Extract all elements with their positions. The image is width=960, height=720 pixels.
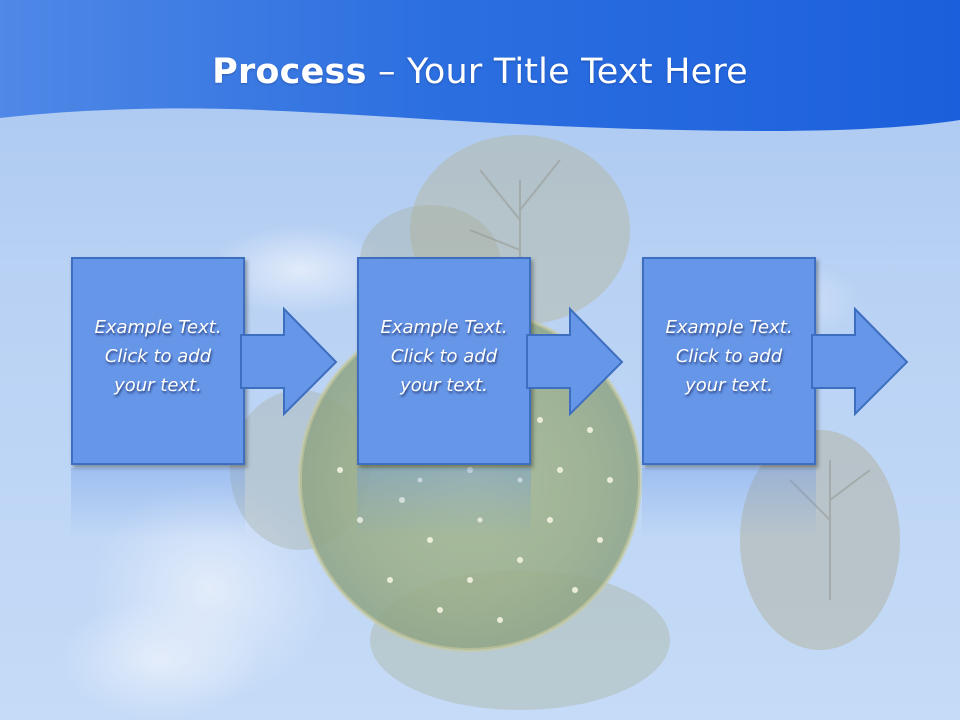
title-strong: Process bbox=[212, 52, 367, 92]
process-step-2-text[interactable]: Example Text. Click to add your text. bbox=[357, 313, 531, 400]
process-step-3-text[interactable]: Example Text. Click to add your text. bbox=[642, 313, 816, 400]
step-text-line: your text. bbox=[685, 375, 773, 396]
process-step-3-reflection bbox=[642, 468, 816, 538]
step-text-line: Example Text. bbox=[665, 317, 793, 338]
slide-title[interactable]: Process – Your Title Text Here bbox=[0, 52, 960, 92]
arrow-right-icon bbox=[811, 306, 909, 417]
step-text-line: Click to add bbox=[104, 346, 212, 367]
process-step-1-text[interactable]: Example Text. Click to add your text. bbox=[71, 313, 245, 400]
step-text-line: Click to add bbox=[675, 346, 783, 367]
header-band bbox=[0, 0, 960, 131]
arrow-right-icon bbox=[526, 306, 624, 417]
step-text-line: your text. bbox=[400, 375, 488, 396]
step-text-line: Click to add bbox=[390, 346, 498, 367]
process-step-1-box[interactable] bbox=[71, 257, 245, 465]
process-step-3-box[interactable] bbox=[642, 257, 816, 465]
step-text-line: Example Text. bbox=[380, 317, 508, 338]
step-text-line: your text. bbox=[114, 375, 202, 396]
process-step-1-reflection bbox=[71, 468, 245, 538]
process-step-2-reflection bbox=[357, 468, 531, 538]
process-step-2-box[interactable] bbox=[357, 257, 531, 465]
step-text-line: Example Text. bbox=[94, 317, 222, 338]
arrow-right-icon bbox=[240, 306, 338, 417]
title-rest: – Your Title Text Here bbox=[366, 52, 748, 92]
